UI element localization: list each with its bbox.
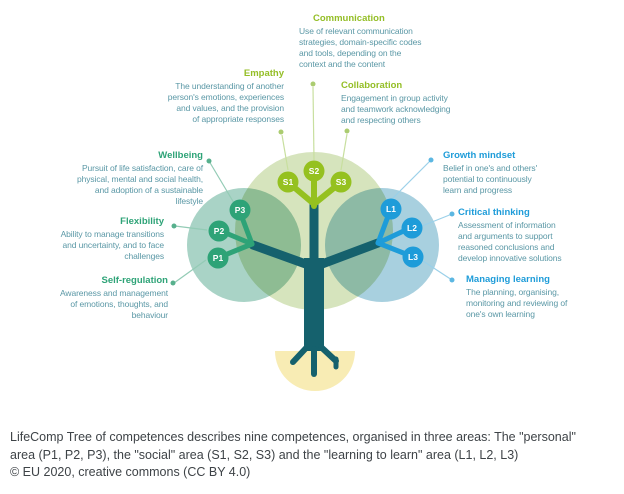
node-l3 <box>402 246 424 268</box>
label-line: reasoned conclusions and <box>458 242 555 252</box>
label-line: lifestyle <box>175 196 204 206</box>
node-s3 <box>330 171 352 193</box>
label-line: behaviour <box>131 310 169 320</box>
label-line: strategies, domain-specific codes <box>299 37 422 47</box>
label-line: The understanding of another <box>175 81 284 91</box>
label-flexibility-title: Flexibility <box>120 216 164 227</box>
label-self-regulation: Self-regulation Awareness and management… <box>60 275 168 321</box>
node-p3 <box>229 199 251 221</box>
node-l3-label: L3 <box>408 252 418 262</box>
node-p2 <box>208 220 230 242</box>
label-critical-thinking: Critical thinking Assessment of informat… <box>458 207 562 264</box>
node-p1 <box>207 247 229 269</box>
label-self-regulation-title: Self-regulation <box>101 275 168 286</box>
label-line: Use of relevant communication <box>299 26 413 36</box>
node-l2-label: L2 <box>407 223 417 233</box>
node-p3-label: P3 <box>235 205 246 215</box>
label-line: and arguments to support <box>458 231 553 241</box>
label-line: and uncertainty, and to face <box>62 240 165 250</box>
social-connector-dots <box>278 81 350 135</box>
figure-caption: LifeComp Tree of competences describes n… <box>10 429 616 482</box>
tree-diagram: S1 S2 S3 P3 P2 P1 L1 L2 L3 <box>170 81 455 391</box>
label-wellbeing: Wellbeing Pursuit of life satisfaction, … <box>77 150 203 207</box>
social-nodes: S1 S2 S3 <box>277 160 352 193</box>
label-wellbeing-title: Wellbeing <box>158 150 203 161</box>
personal-nodes: P3 P2 P1 <box>207 199 251 269</box>
node-s3-label: S3 <box>336 177 347 187</box>
roots <box>290 344 339 377</box>
learning-connector-lines <box>388 159 453 281</box>
node-p1-label: P1 <box>213 253 224 263</box>
label-line: develop innovative solutions <box>458 253 562 263</box>
label-line: context and the content <box>299 59 386 69</box>
label-line: Engagement in group activity <box>341 93 448 103</box>
label-empathy: Empathy The understanding of another per… <box>168 68 284 125</box>
personal-connector-lines <box>173 160 235 284</box>
node-s1 <box>277 171 299 193</box>
label-line: and tools, depending on the <box>299 48 402 58</box>
label-line: monitoring and reviewing of <box>466 298 568 308</box>
label-communication-title: Communication <box>313 13 385 24</box>
caption-line: area (P1, P2, P3), the "social" area (S1… <box>10 447 519 462</box>
label-line: Ability to manage transitions <box>60 229 165 239</box>
label-managing-learning: Managing learning The planning, organisi… <box>466 274 567 320</box>
label-managing-learning-title: Managing learning <box>466 274 550 285</box>
caption-line: © EU 2020, creative commons (CC BY 4.0) <box>10 465 251 479</box>
label-line: of emotions, thoughts, and <box>70 299 168 309</box>
label-line: learn and progress <box>443 185 513 195</box>
node-l2 <box>401 217 423 239</box>
personal-connector-dots <box>170 158 212 286</box>
label-growth-mindset: Growth mindset Belief in one's and other… <box>443 150 537 196</box>
node-s2-label: S2 <box>309 166 320 176</box>
trunk <box>248 203 383 351</box>
label-line: Assessment of information <box>458 220 556 230</box>
learning-nodes: L1 L2 L3 <box>380 198 424 268</box>
label-critical-thinking-title: Critical thinking <box>458 207 530 218</box>
label-line: Belief in one's and others' <box>443 163 538 173</box>
label-line: and respecting others <box>341 115 421 125</box>
label-empathy-title: Empathy <box>243 68 284 79</box>
label-flexibility: Flexibility Ability to manage transition… <box>60 216 165 262</box>
caption-line: LifeComp Tree of competences describes n… <box>10 430 576 444</box>
label-line: potential to continuously <box>443 174 532 184</box>
label-line: of appropriate responses <box>192 114 284 124</box>
label-line: one's own learning <box>466 309 535 319</box>
label-growth-mindset-title: Growth mindset <box>443 150 516 161</box>
learning-connector-dots <box>428 157 455 283</box>
label-line: physical, mental and social health, <box>77 174 203 184</box>
label-line: and values, and the provision <box>176 103 284 113</box>
node-l1-label: L1 <box>386 204 396 214</box>
node-s2 <box>303 160 325 182</box>
label-line: and teamwork acknowledging <box>341 104 451 114</box>
node-l1 <box>380 198 402 220</box>
label-line: The planning, organising, <box>466 287 559 297</box>
social-connector-lines <box>281 86 348 171</box>
label-line: Awareness and management <box>59 288 168 298</box>
label-line: Pursuit of life satisfaction, care of <box>81 163 203 173</box>
label-line: and adoption of a sustainable <box>94 185 203 195</box>
label-communication: Communication Use of relevant communicat… <box>299 13 421 70</box>
label-collaboration: Collaboration Engagement in group activi… <box>341 80 450 126</box>
node-s1-label: S1 <box>283 177 294 187</box>
node-p2-label: P2 <box>214 226 225 236</box>
label-line: person's emotions, experiences <box>167 92 284 102</box>
label-line: challenges <box>124 251 164 261</box>
label-collaboration-title: Collaboration <box>341 80 403 91</box>
